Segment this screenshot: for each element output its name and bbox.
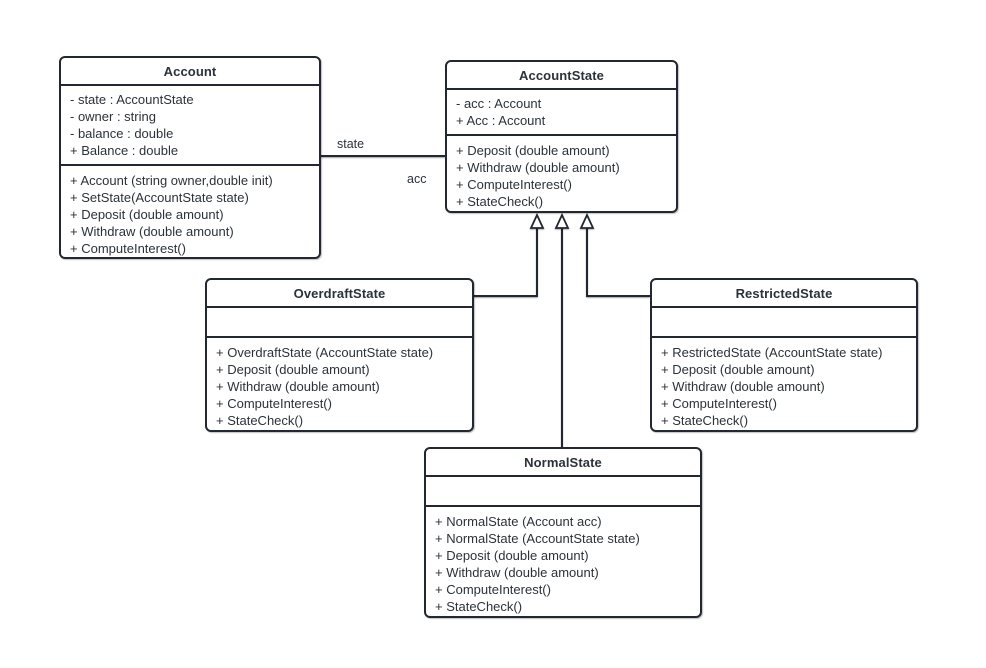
method-row: + Deposit (double amount) (661, 362, 815, 377)
method-row: + Deposit (double amount) (216, 362, 370, 377)
method-row: + NormalState (Account acc) (435, 514, 602, 529)
generalization-normalstate-accountstate[interactable] (554, 212, 570, 447)
inheritance-arrowhead-icon (579, 212, 595, 229)
method-row: + StateCheck() (216, 413, 304, 428)
class-box-account[interactable]: Account - state : AccountState - owner :… (59, 56, 321, 259)
methods-section: + RestrictedState (AccountState state) +… (652, 338, 916, 430)
connector-line (586, 228, 650, 297)
method-row: + ComputeInterest() (216, 396, 332, 411)
method-row: + Withdraw (double amount) (661, 379, 825, 394)
inheritance-arrowhead-icon (554, 212, 570, 229)
attribute-row: - balance : double (70, 126, 174, 141)
method-row: + SetState(AccountState state) (70, 190, 249, 205)
methods-section: + NormalState (Account acc) + NormalStat… (426, 507, 700, 616)
attribute-row: + Balance : double (70, 143, 179, 158)
connector-line (474, 228, 538, 297)
method-row: + NormalState (AccountState state) (435, 531, 640, 546)
method-row: + StateCheck() (456, 194, 544, 209)
method-row: + Withdraw (double amount) (435, 565, 599, 580)
class-box-restrictedstate[interactable]: RestrictedState + RestrictedState (Accou… (650, 278, 918, 432)
class-title: OverdraftState (207, 280, 472, 308)
attribute-row: + Acc : Account (456, 113, 546, 128)
class-title: RestrictedState (652, 280, 916, 308)
method-row: + StateCheck() (661, 413, 749, 428)
class-box-normalstate[interactable]: NormalState + NormalState (Account acc) … (424, 447, 702, 618)
association-label-state: state (337, 137, 365, 151)
attributes-section-empty (426, 477, 700, 507)
association-label-acc: acc (407, 172, 427, 186)
method-row: + Deposit (double amount) (70, 207, 224, 222)
generalization-overdraftstate-accountstate[interactable] (474, 212, 545, 297)
class-box-accountstate[interactable]: AccountState - acc : Account + Acc : Acc… (445, 60, 678, 213)
class-box-overdraftstate[interactable]: OverdraftState + OverdraftState (Account… (205, 278, 474, 432)
method-row: + ComputeInterest() (435, 582, 551, 597)
attributes-section: - state : AccountState - owner : string … (61, 86, 319, 166)
attribute-row: - acc : Account (456, 96, 542, 111)
method-row: + Account (string owner,double init) (70, 173, 273, 188)
methods-section: + OverdraftState (AccountState state) + … (207, 338, 472, 430)
method-row: + Deposit (double amount) (456, 143, 610, 158)
method-row: + ComputeInterest() (70, 241, 186, 256)
class-title: AccountState (447, 62, 676, 90)
class-title: Account (61, 58, 319, 86)
method-row: + Deposit (double amount) (435, 548, 589, 563)
inheritance-arrowhead-icon (529, 212, 545, 229)
method-row: + ComputeInterest() (661, 396, 777, 411)
class-title: NormalState (426, 449, 700, 477)
method-row: + OverdraftState (AccountState state) (216, 345, 434, 360)
attributes-section-empty (207, 308, 472, 338)
attributes-section-empty (652, 308, 916, 338)
method-row: + RestrictedState (AccountState state) (661, 345, 883, 360)
attribute-row: - state : AccountState (70, 92, 194, 107)
method-row: + Withdraw (double amount) (216, 379, 380, 394)
attributes-section: - acc : Account + Acc : Account (447, 90, 676, 136)
method-row: + Withdraw (double amount) (456, 160, 620, 175)
methods-section: + Account (string owner,double init) + S… (61, 166, 319, 257)
generalization-restrictedstate-accountstate[interactable] (579, 212, 650, 297)
methods-section: + Deposit (double amount) + Withdraw (do… (447, 136, 676, 211)
method-row: + ComputeInterest() (456, 177, 572, 192)
method-row: + StateCheck() (435, 599, 523, 614)
method-row: + Withdraw (double amount) (70, 224, 234, 239)
attribute-row: - owner : string (70, 109, 156, 124)
